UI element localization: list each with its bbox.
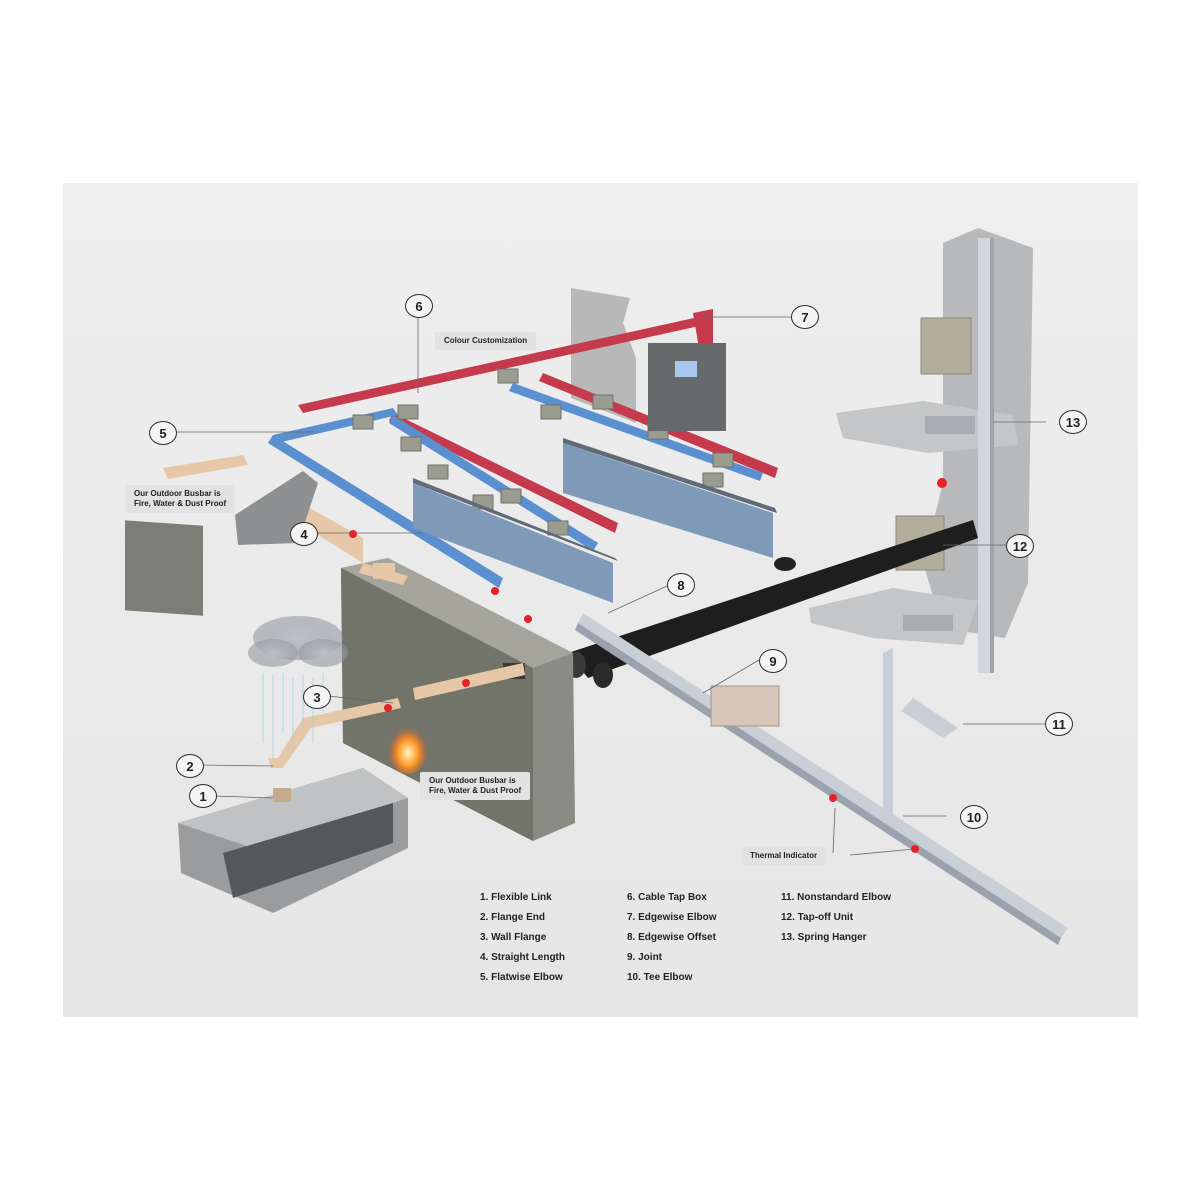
marker-11: 11 xyxy=(1045,712,1073,736)
marker-2: 2 xyxy=(176,754,204,778)
fire xyxy=(388,722,428,774)
legend-item-13: 13. Spring Hanger xyxy=(781,932,867,943)
thermal-indicator-label: Thermal Indicator xyxy=(741,847,827,865)
marker-10: 10 xyxy=(960,805,988,829)
colour-customization-label: Colour Customization xyxy=(435,332,537,350)
transformer xyxy=(178,768,408,913)
legend-item-1: 1. Flexible Link xyxy=(480,892,552,903)
legend-item-5: 5. Flatwise Elbow xyxy=(480,972,563,983)
pipe-cap xyxy=(774,557,796,571)
marker-6: 6 xyxy=(405,294,433,318)
legend-item-4: 4. Straight Length xyxy=(480,952,565,963)
spring-hanger-bottom xyxy=(903,615,953,631)
legend-item-9: 9. Joint xyxy=(627,952,663,963)
storm-cloud xyxy=(248,616,348,667)
marker-4: 4 xyxy=(290,522,318,546)
marker-13: 13 xyxy=(1059,410,1087,434)
spring-hanger-top xyxy=(925,416,975,434)
outdoor-cabinet xyxy=(125,520,203,616)
cabinet-row-right xyxy=(563,438,777,558)
legend-item-11: 11. Nonstandard Elbow xyxy=(781,892,892,903)
cabinet-row-left xyxy=(413,478,618,603)
legend-item-6: 6. Cable Tap Box xyxy=(627,892,707,903)
marker-9: 9 xyxy=(759,649,787,673)
marker-7: 7 xyxy=(791,305,819,329)
back-wall xyxy=(571,288,636,423)
legend-item-7: 7. Edgewise Elbow xyxy=(627,912,717,923)
blue-busbar-run xyxy=(268,383,763,588)
back-cabinet xyxy=(648,343,726,431)
marker-1: 1 xyxy=(189,784,217,808)
leader-lines xyxy=(175,316,1046,856)
marker-12: 12 xyxy=(1006,534,1034,558)
outdoor-busbar-label-top: Our Outdoor Busbar is Fire, Water & Dust… xyxy=(125,485,236,513)
marker-8: 8 xyxy=(667,573,695,597)
outdoor-busbar-label-bottom: Our Outdoor Busbar is Fire, Water & Dust… xyxy=(420,772,531,800)
vertical-busbar xyxy=(978,238,990,673)
marker-3: 3 xyxy=(303,685,331,709)
busbar-system-illustration xyxy=(63,183,1138,1017)
silver-busbar-run xyxy=(575,613,1068,945)
legend-item-10: 10. Tee Elbow xyxy=(627,972,693,983)
legend-item-8: 8. Edgewise Offset xyxy=(627,932,716,943)
rain xyxy=(262,673,324,758)
wall-box-upper xyxy=(920,317,972,375)
marker-5: 5 xyxy=(149,421,177,445)
legend-item-2: 2. Flange End xyxy=(480,912,546,923)
legend-item-12: 12. Tap-off Unit xyxy=(781,912,854,923)
diagram-frame: Colour Customization Our Outdoor Busbar … xyxy=(63,183,1138,1017)
legend-item-3: 3. Wall Flange xyxy=(480,932,547,943)
joint-box xyxy=(710,685,780,727)
black-pipe xyxy=(566,520,978,688)
thermal-dots xyxy=(349,478,947,853)
